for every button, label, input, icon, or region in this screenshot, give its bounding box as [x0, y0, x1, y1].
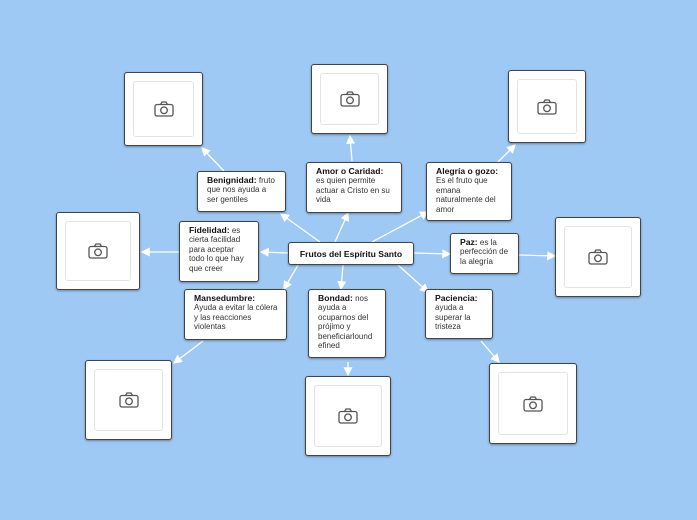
node-amor[interactable]: Amor o Caridad: es quien permite actuar … [306, 162, 402, 213]
node-fidelidad-text: es cierta facilidad para aceptar todo lo… [189, 226, 244, 273]
node-amor-text: es quien permite actuar a Cristo en su v… [316, 176, 390, 205]
image-placeholder-mansedumbre[interactable] [85, 360, 172, 440]
node-alegria-text: Es el fruto que emana naturalmente del a… [436, 176, 496, 214]
camera-icon [88, 243, 108, 259]
camera-icon [339, 91, 360, 107]
central-topic-label: Frutos del Espíritu Santo [299, 248, 403, 259]
node-bondad[interactable]: Bondad: nos ayuda a ocuparnos del prójim… [308, 289, 386, 358]
node-alegria-title: Alegría o gozo: [436, 166, 499, 176]
node-mansedumbre[interactable]: Mansedumbre: Ayuda a evitar la cólera y … [184, 289, 287, 340]
camera-icon [588, 249, 608, 265]
image-placeholder-amor[interactable] [311, 64, 388, 134]
node-mansedumbre-text: Ayuda a evitar la cólera y las reaccione… [194, 303, 278, 332]
central-topic[interactable]: Frutos del Espíritu Santo [288, 242, 414, 265]
node-paz-title: Paz: [460, 237, 478, 247]
camera-icon [153, 101, 174, 117]
image-placeholder-paz[interactable] [555, 217, 641, 297]
camera-icon [118, 392, 139, 408]
node-fidelidad-title: Fidelidad: [189, 225, 230, 235]
camera-icon [338, 408, 358, 424]
node-mansedumbre-title: Mansedumbre: [194, 293, 256, 303]
node-bondad-title: Bondad: [318, 293, 353, 303]
node-benignidad-title: Benignidad: [207, 175, 257, 185]
node-paz-text: es la perfección de la alegría [460, 238, 509, 266]
image-placeholder-fidelidad[interactable] [56, 212, 140, 290]
node-fidelidad[interactable]: Fidelidad: es cierta facilidad para acep… [179, 221, 259, 282]
node-benignidad-text: fruto que nos ayuda a ser gentiles [207, 176, 275, 204]
node-benignidad[interactable]: Benignidad: fruto que nos ayuda a ser ge… [197, 171, 286, 212]
node-paz[interactable]: Paz: es la perfección de la alegría [450, 233, 519, 274]
camera-icon [523, 395, 543, 412]
node-paciencia-title: Paciencia: [435, 293, 478, 303]
node-paciencia[interactable]: Paciencia: ayuda a superar la tristeza [425, 289, 493, 339]
image-placeholder-bondad[interactable] [305, 376, 391, 456]
node-paciencia-text: ayuda a superar la tristeza [435, 303, 471, 332]
node-bondad-text: nos ayuda a ocuparnos del prójimo y bene… [318, 294, 373, 351]
image-placeholder-benignidad[interactable] [124, 72, 203, 146]
image-placeholder-paciencia[interactable] [489, 363, 577, 444]
image-placeholder-alegria[interactable] [508, 70, 586, 143]
node-alegria[interactable]: Alegría o gozo: Es el fruto que emana na… [426, 162, 512, 221]
node-amor-title: Amor o Caridad: [316, 166, 384, 176]
camera-icon [537, 98, 557, 115]
